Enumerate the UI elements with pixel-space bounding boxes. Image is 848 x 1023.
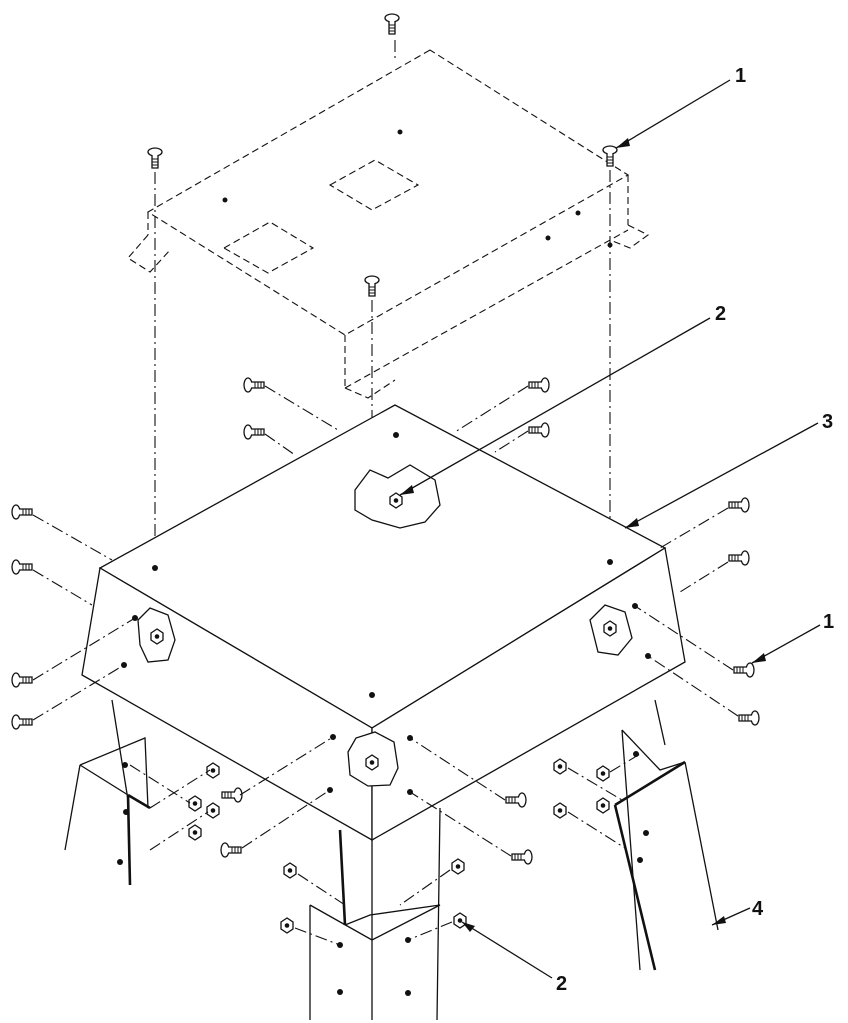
callout-1-top-label: 1: [735, 65, 746, 87]
leg-right: [553, 699, 719, 971]
callout-2-bottom-label: 2: [556, 973, 567, 995]
cutaway-left: [137, 607, 176, 663]
callout-4: 4: [711, 898, 764, 926]
callout-2-bottom: 2: [461, 921, 567, 995]
cutaway-front: [347, 731, 399, 787]
side-screws: [11, 377, 760, 865]
alignment-lines: [154, 40, 611, 695]
callout-1-right: 1: [751, 611, 834, 664]
top-cover-plate: [127, 49, 650, 399]
callout-4-label: 4: [752, 898, 764, 920]
callout-3: 3: [624, 411, 833, 529]
cutaway-right: [589, 604, 633, 656]
callout-3-label: 3: [822, 411, 833, 433]
callout-1-right-label: 1: [823, 611, 834, 633]
callout-2-mid: 2: [399, 303, 726, 496]
leg-left: [64, 699, 220, 886]
top-screws: [147, 13, 618, 297]
cutaway-top: [354, 464, 441, 529]
callout-1-top: 1: [615, 65, 746, 149]
callout-2-mid-label: 2: [715, 303, 726, 325]
leg-center: [280, 807, 467, 1021]
